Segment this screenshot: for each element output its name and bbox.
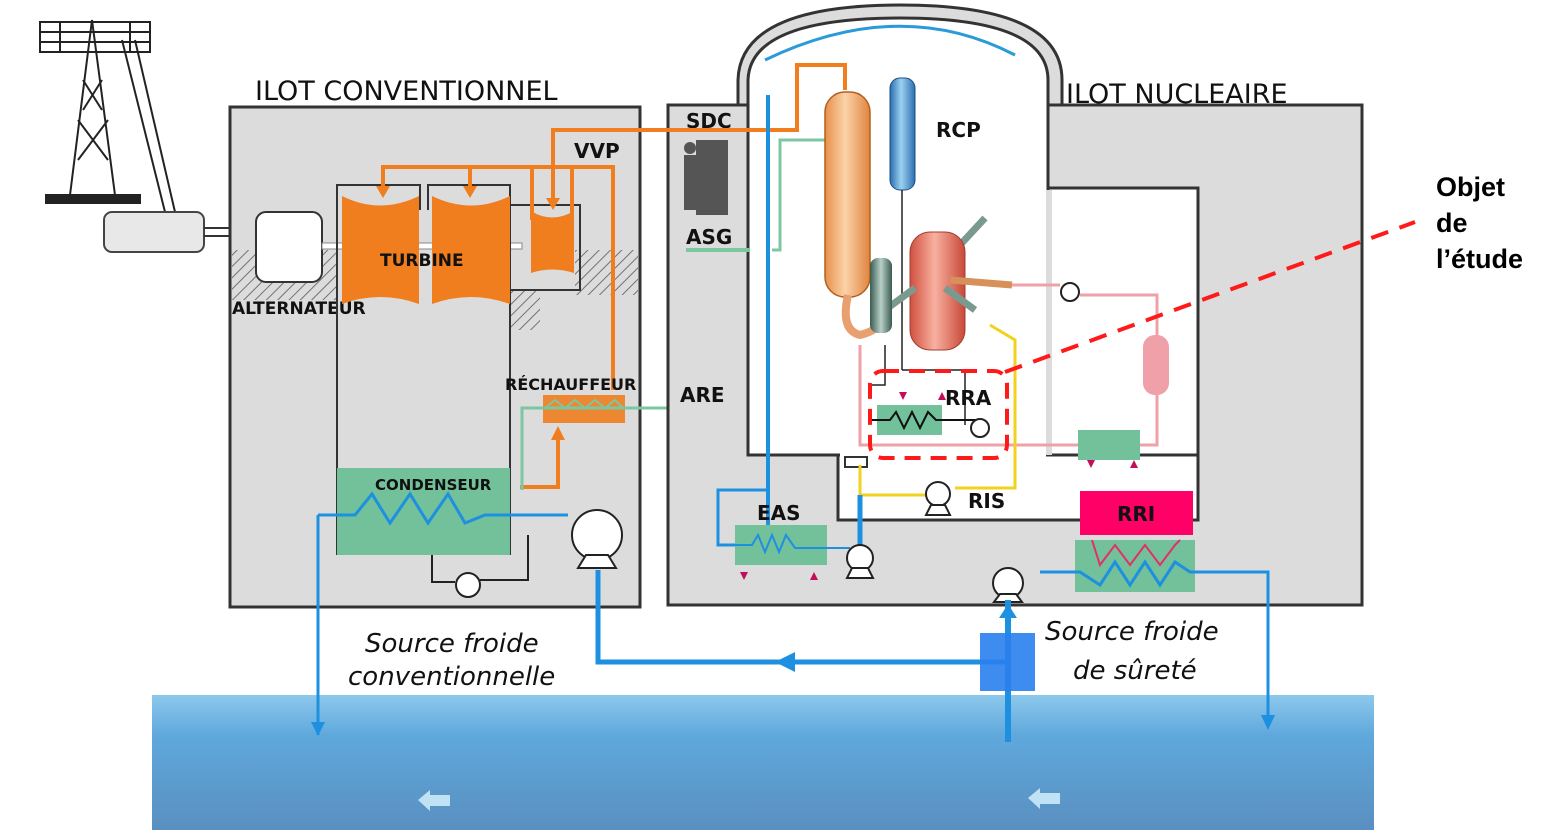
condenser-label: CONDENSEUR xyxy=(375,476,492,494)
flow-arrow-icon xyxy=(418,788,1060,811)
study-object-highlight xyxy=(868,369,1009,460)
pressurizer xyxy=(889,77,916,370)
conventional-cold-source-line2: conventionnelle xyxy=(348,662,555,692)
ris-pump-icon xyxy=(924,481,952,516)
rri-heat-exchanger xyxy=(1040,539,1270,720)
rra-heat-exchanger xyxy=(868,392,978,435)
safety-pump-icon xyxy=(992,567,1024,603)
conventional-island-title: ILOT CONVENTIONNEL xyxy=(255,76,558,107)
steam-lines xyxy=(381,128,643,489)
sea xyxy=(152,695,1374,830)
filter-drum xyxy=(980,633,1035,691)
rri-rra-heat-exchanger xyxy=(1078,430,1140,468)
rcp-label: RCP xyxy=(936,118,981,142)
rra-tank xyxy=(1143,335,1169,395)
nuclear-island-title: ILOT NUCLEAIRE xyxy=(1066,79,1288,110)
study-object-pointer xyxy=(1004,220,1416,374)
operator-icon xyxy=(684,140,728,215)
circulating-pump-icon xyxy=(571,509,623,569)
arrow-icon xyxy=(1261,715,1275,730)
conventional-cold-source-line1: Source froide xyxy=(365,629,539,659)
reactor-vessel xyxy=(882,215,1013,351)
arrow-icon xyxy=(999,604,1017,618)
arrow-icon xyxy=(775,652,795,672)
condenser xyxy=(318,468,568,555)
alternator-label: ALTERNATEUR xyxy=(232,299,366,319)
eas-heat-exchanger xyxy=(718,525,850,580)
annotation-line3: l’étude xyxy=(1436,244,1523,274)
ris-label: RIS xyxy=(968,489,1005,513)
annotation-line2: de xyxy=(1436,208,1468,238)
rri-box xyxy=(1080,491,1193,535)
vvp-label: VVP xyxy=(574,139,620,163)
turbine-label: TURBINE xyxy=(380,251,464,271)
are-label: ARE xyxy=(680,383,725,407)
eas-pump-icon xyxy=(845,544,875,579)
power-pylon xyxy=(39,19,176,213)
containment-interior xyxy=(746,16,1050,457)
reactor-coolant-pump xyxy=(870,258,892,333)
circulating-water-line xyxy=(595,570,1010,665)
turbine xyxy=(342,196,574,304)
safety-cold-source-line2: de sûreté xyxy=(1073,656,1197,686)
rri-label: RRI xyxy=(1117,502,1155,526)
asg-label: ASG xyxy=(686,225,732,249)
eas-label: EAS xyxy=(757,501,801,525)
steam-arrow-icon xyxy=(376,186,565,440)
pump-icon xyxy=(1060,282,1080,302)
rra-label: RRA xyxy=(945,386,992,410)
alternator xyxy=(255,211,523,283)
safety-cold-source-line1: Source froide xyxy=(1045,617,1219,647)
reheater-label: RÉCHAUFFEUR xyxy=(505,375,636,394)
arrow-icon xyxy=(311,722,325,736)
condensate-pump-icon xyxy=(455,572,481,598)
rra-pump-icon xyxy=(970,418,990,438)
annotation-line1: Objet xyxy=(1436,172,1505,202)
